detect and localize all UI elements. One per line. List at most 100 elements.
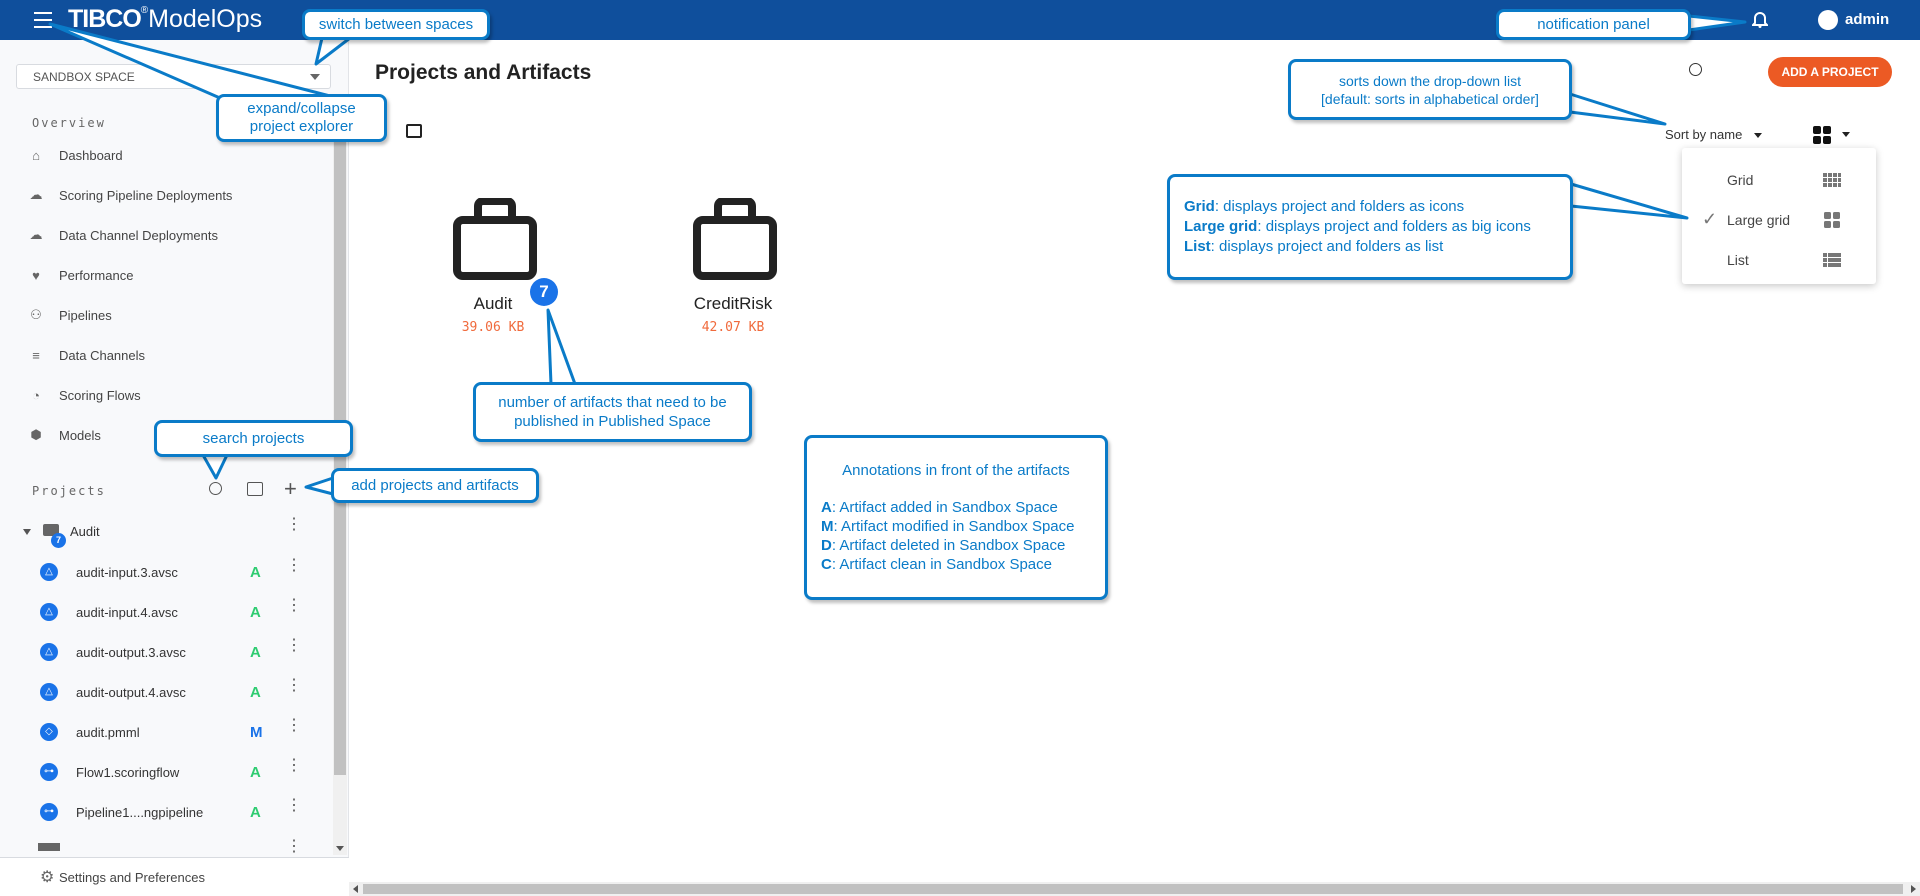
user-avatar-icon[interactable] <box>1818 10 1838 30</box>
product-name: ModelOps <box>148 5 263 33</box>
file-name: Pipeline1....ngpipeline <box>76 805 204 820</box>
scroll-left-arrow[interactable] <box>353 885 358 893</box>
sidebar-item-dashboard[interactable]: ⌂Dashboard <box>28 145 123 165</box>
scrollbar-thumb[interactable] <box>363 884 1903 894</box>
caret-down-icon <box>1753 133 1762 139</box>
project-name: Audit <box>473 294 513 313</box>
callout-text: : displays project and folders as icons <box>1214 198 1465 215</box>
artifact-type-icon: △ <box>40 603 58 621</box>
bell-icon[interactable] <box>1750 10 1770 28</box>
kebab-menu-icon[interactable]: ⋮ <box>286 757 302 774</box>
project-name: Audit <box>70 524 100 539</box>
sidebar-item-label: Data Channel Deployments <box>59 227 218 243</box>
project-badge: 7 <box>51 533 66 548</box>
kebab-menu-icon[interactable]: ⋮ <box>286 838 302 855</box>
sidebar-item-label: Data Channels <box>59 347 145 363</box>
callout-title: Annotations in front of the artifacts <box>842 462 1070 479</box>
menu-item-large-grid[interactable]: ✓ Large grid <box>1682 200 1876 240</box>
brand-name: TIBCO <box>68 5 142 33</box>
caret-down-icon[interactable] <box>23 529 31 535</box>
sidebar-item-label: Dashboard <box>59 147 123 163</box>
artifact-status: A <box>250 764 261 781</box>
artifact-type-icon: △ <box>40 683 58 701</box>
kebab-menu-icon[interactable]: ⋮ <box>286 516 302 533</box>
sidebar-item-models[interactable]: ⬢Models <box>28 425 101 445</box>
callout-notification: notification panel <box>1496 9 1691 40</box>
sidebar-item-data-channels[interactable]: ≡ Data Channels <box>28 345 145 365</box>
database-icon: ≡ <box>32 347 40 363</box>
callout-term: A <box>821 499 832 516</box>
callout-term: Large grid <box>1184 218 1258 235</box>
kebab-menu-icon[interactable]: ⋮ <box>286 597 302 614</box>
callout-line: C: Artifact clean in Sandbox Space <box>821 555 1105 574</box>
kebab-menu-icon[interactable]: ⋮ <box>286 797 302 814</box>
kebab-menu-icon[interactable]: ⋮ <box>286 557 302 574</box>
cloud-upload-icon: ☁ <box>29 227 43 242</box>
artifact-type-icon: ⊶ <box>40 803 58 821</box>
gear-icon: ⚙ <box>40 869 55 886</box>
callout-text: expand/collapse <box>247 100 356 117</box>
sidebar-item-data-channel-deployments[interactable]: ☁ Data Channel Deployments <box>28 225 218 245</box>
tree-file-item[interactable]: △ audit-input.3.avsc A ⋮ <box>0 557 330 587</box>
menu-item-list[interactable]: List <box>1682 240 1876 280</box>
artifact-type-icon: △ <box>40 643 58 661</box>
callout-text: : Artifact added in Sandbox Space <box>831 499 1058 516</box>
callout-line: Large grid: displays project and folders… <box>1184 217 1570 237</box>
app-logo: TIBCO®ModelOps <box>68 5 263 33</box>
project-card-creditrisk[interactable]: CreditRisk 42.07 KB <box>673 198 793 338</box>
pointer-sort <box>1568 92 1667 126</box>
cube-icon: ⬢ <box>30 427 42 442</box>
user-name[interactable]: admin <box>1845 11 1890 28</box>
project-card-audit[interactable]: 7 Audit 39.06 KB <box>433 198 558 338</box>
tree-project-audit[interactable]: 7 Audit ⋮ <box>0 516 330 548</box>
project-tree-icon[interactable] <box>247 482 263 496</box>
menu-label: List <box>1727 252 1749 268</box>
callout-text: : Artifact clean in Sandbox Space <box>831 556 1052 573</box>
menu-icon[interactable] <box>34 12 52 28</box>
briefcase-icon <box>453 198 537 280</box>
callout-line: Grid: displays project and folders as ic… <box>1184 197 1570 217</box>
add-project-button[interactable]: ADD A PROJECT <box>1768 57 1892 87</box>
file-icon <box>38 843 60 851</box>
heartbeat-icon: ♥ <box>32 267 40 283</box>
view-mode-dropdown[interactable] <box>1813 126 1853 144</box>
sort-label: Sort by name <box>1665 127 1743 142</box>
sidebar-item-performance[interactable]: ♥Performance <box>28 265 133 285</box>
artifact-status: A <box>250 564 261 581</box>
scroll-right-arrow[interactable] <box>1911 885 1916 893</box>
add-project-icon[interactable]: + <box>284 476 297 501</box>
settings-link[interactable]: Settings and Preferences <box>59 870 205 885</box>
kebab-menu-icon[interactable]: ⋮ <box>286 677 302 694</box>
kebab-menu-icon[interactable]: ⋮ <box>286 717 302 734</box>
scroll-down-arrow[interactable] <box>336 846 344 851</box>
callout-term: C <box>821 556 832 573</box>
sidebar-item-pipelines[interactable]: ⚇Pipelines <box>28 305 112 325</box>
file-name: audit-input.3.avsc <box>76 565 178 580</box>
menu-item-grid[interactable]: Grid <box>1682 160 1876 200</box>
breadcrumb-briefcase-icon[interactable] <box>406 124 422 138</box>
artifact-type-icon: △ <box>40 563 58 581</box>
kebab-menu-icon[interactable]: ⋮ <box>286 637 302 654</box>
callout-term: D <box>821 537 832 554</box>
callout-add-projects: add projects and artifacts <box>331 468 539 503</box>
menu-label: Large grid <box>1727 212 1791 228</box>
chevron-down-icon <box>310 74 320 80</box>
sort-dropdown[interactable]: Sort by name <box>1665 127 1762 142</box>
space-select[interactable]: SANDBOX SPACE <box>16 64 331 89</box>
sidebar-item-scoring-flows[interactable]: ◔Scoring Flows <box>28 385 141 405</box>
main-horizontal-scrollbar[interactable] <box>349 882 1920 896</box>
project-badge: 7 <box>530 278 558 306</box>
sidebar-item-scoring-pipeline-deployments[interactable]: ☁Scoring Pipeline Deployments <box>28 185 233 205</box>
callout-sort: sorts down the drop-down list[default: s… <box>1288 59 1572 120</box>
search-icon[interactable] <box>1689 63 1702 76</box>
projects-heading: Projects <box>32 484 106 498</box>
sidebar-item-label: Scoring Pipeline Deployments <box>59 187 233 203</box>
search-projects-icon[interactable] <box>209 482 222 495</box>
